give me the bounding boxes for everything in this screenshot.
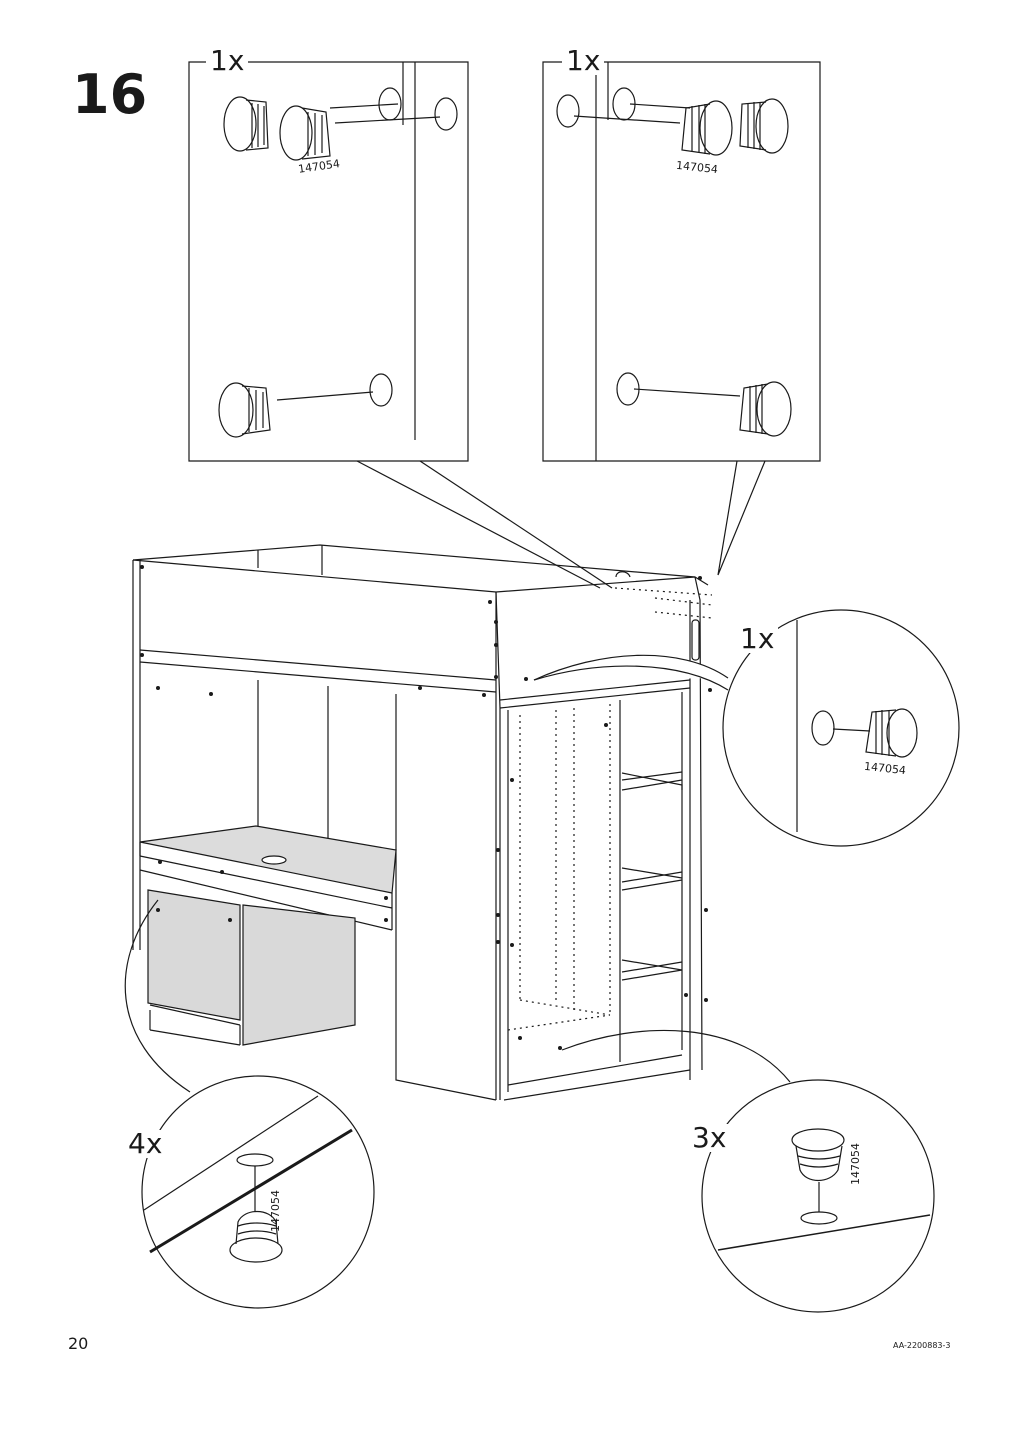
quantity-label: 1x [562, 47, 605, 75]
detail-box-top-right [542, 61, 821, 576]
detail-circle-bottom-left [124, 899, 375, 1309]
plug-icon [681, 100, 733, 156]
page-number: 20 [68, 1334, 89, 1353]
quantity-label: 4x [124, 1130, 167, 1158]
plug-icon [791, 1128, 845, 1182]
plug-icon [739, 98, 789, 154]
detail-box-top-left [188, 61, 613, 589]
detail-circle-bottom-right [561, 1029, 935, 1313]
plug-icon [229, 1210, 283, 1263]
document-code: AA-2200883-3 [893, 1341, 951, 1350]
part-number: 147054 [269, 1190, 282, 1232]
plug-icon [218, 382, 271, 438]
detail-circle-right [533, 609, 960, 847]
part-number: 147054 [849, 1143, 862, 1185]
plug-icon [865, 708, 918, 758]
plug-icon [279, 105, 331, 161]
plug-icon [739, 381, 792, 437]
loft-bed-frame [132, 544, 713, 1101]
quantity-label: 3x [688, 1124, 731, 1152]
quantity-label: 1x [206, 47, 249, 75]
step-number: 16 [72, 63, 148, 126]
quantity-label: 1x [736, 625, 779, 653]
plug-icon [223, 96, 269, 152]
